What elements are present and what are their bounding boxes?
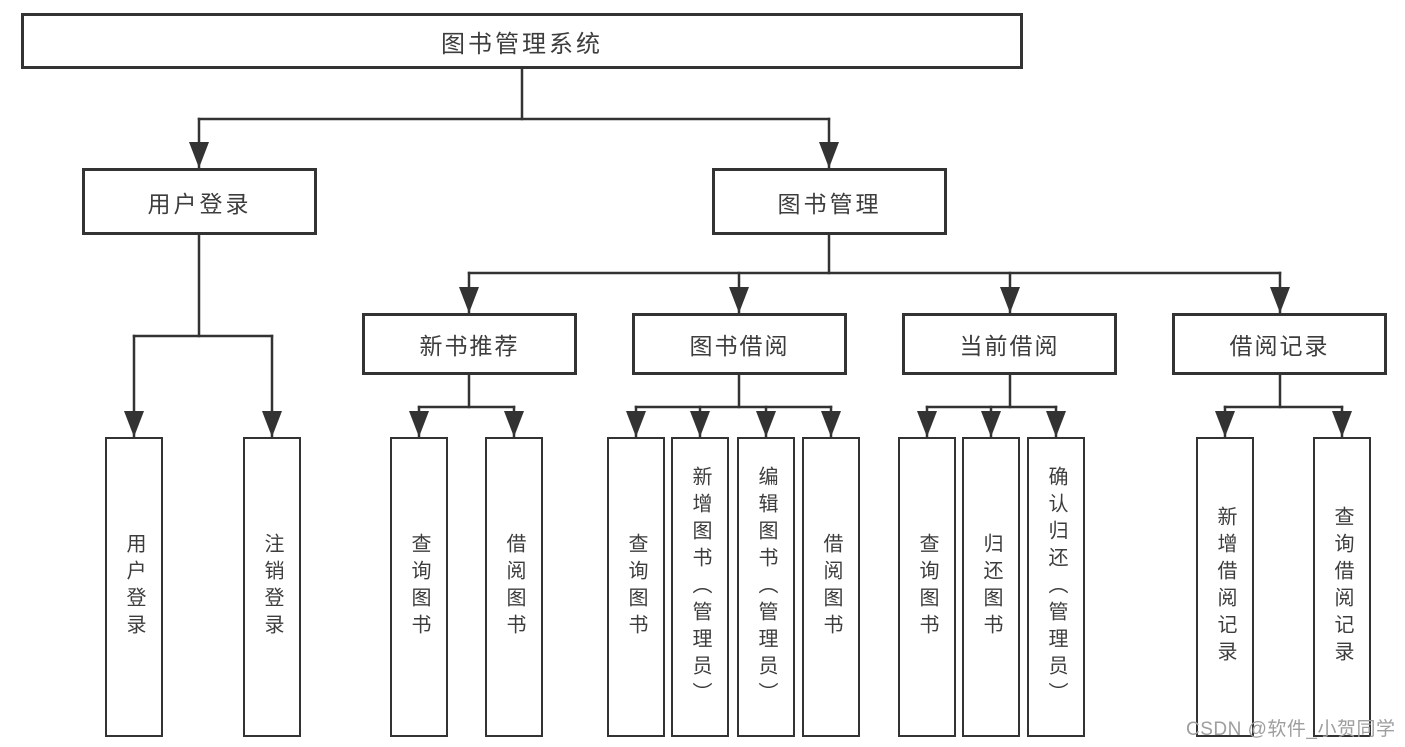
leaf-query-books-current: 查询图书 [898, 437, 956, 737]
leaf-borrow-books-recommend: 借阅图书 [485, 437, 543, 737]
leaf-edit-books-admin: 编辑图书（管理员） [737, 437, 795, 737]
node-new-book-recommend: 新书推荐 [362, 313, 577, 375]
connector-book-borrow-to-leaves [626, 373, 841, 439]
connector-new-book-rec-to-leaves [409, 373, 524, 439]
leaf-return-books: 归还图书 [962, 437, 1020, 737]
leaf-borrow-books: 借阅图书 [802, 437, 860, 737]
node-user-login: 用户登录 [82, 168, 317, 235]
leaf-user-login: 用户登录 [105, 437, 163, 737]
leaf-query-borrow-record: 查询借阅记录 [1313, 437, 1371, 737]
csdn-watermark: CSDN @软件_小贺同学 [1186, 719, 1396, 740]
leaf-query-books-borrowing: 查询图书 [607, 437, 665, 737]
node-root-system: 图书管理系统 [21, 13, 1023, 69]
node-book-management: 图书管理 [712, 168, 947, 235]
node-current-borrowing: 当前借阅 [902, 313, 1117, 375]
leaf-confirm-return-admin: 确认归还（管理员） [1027, 437, 1085, 737]
connector-root-to-branches [189, 67, 839, 170]
connector-borrow-records-to-leaves [1215, 373, 1352, 439]
node-borrowing-records: 借阅记录 [1172, 313, 1387, 375]
leaf-query-books-recommend: 查询图书 [390, 437, 448, 737]
connector-book-mgmt-to-groups [459, 233, 1290, 315]
connector-user-login-to-leaves [124, 233, 282, 439]
connector-current-borrow-to-leaves [917, 373, 1066, 439]
leaf-add-borrow-record: 新增借阅记录 [1196, 437, 1254, 737]
leaf-add-books-admin: 新增图书（管理员） [671, 437, 729, 737]
node-book-borrowing: 图书借阅 [632, 313, 847, 375]
leaf-logout: 注销登录 [243, 437, 301, 737]
